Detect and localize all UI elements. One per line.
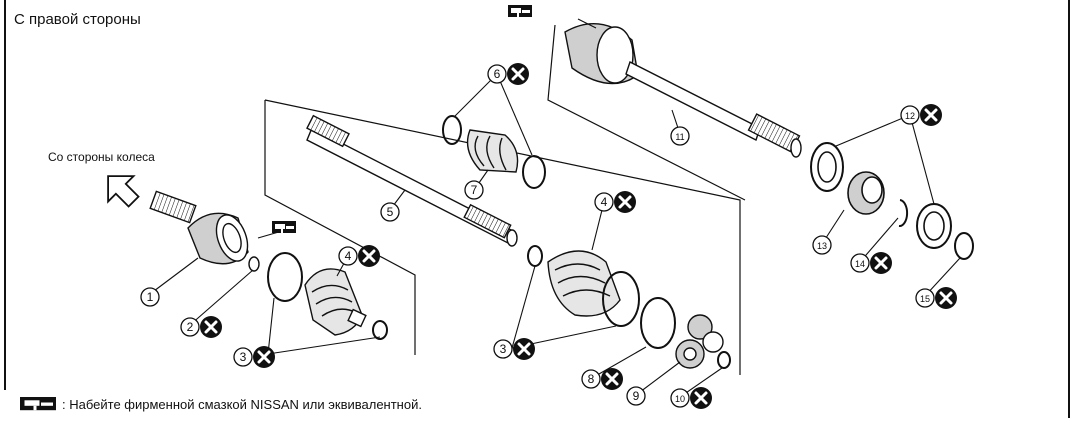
callout-c5: 5	[380, 202, 400, 222]
callout-circle	[464, 180, 484, 200]
snap-ring-10	[717, 351, 731, 369]
outer-boot-part	[304, 268, 367, 336]
callout-c12: 12	[900, 104, 942, 126]
callout-circle	[140, 287, 160, 307]
callout-c14: 14	[850, 252, 892, 274]
circlip-part	[248, 256, 260, 272]
callout-number: 3	[500, 342, 507, 356]
callout-number: 1	[147, 290, 154, 304]
callout-number: 10	[675, 394, 685, 404]
callout-c11: 11	[670, 126, 690, 146]
x-circle-icon	[200, 316, 222, 338]
callout-circle	[626, 386, 646, 406]
callout-c7: 7	[464, 180, 484, 200]
callout-number: 8	[588, 372, 595, 386]
grease-gun-icon	[508, 5, 532, 17]
callout-circle	[233, 347, 253, 367]
x-circle-icon	[690, 387, 712, 409]
callout-circle	[670, 388, 690, 408]
band-3-right	[602, 271, 640, 327]
callout-number: 6	[494, 67, 501, 81]
callout-circle	[338, 246, 358, 266]
x-circle-icon	[507, 63, 529, 85]
callout-c13: 13	[812, 235, 832, 255]
x-circle-icon	[358, 245, 380, 267]
boot-band-small	[372, 320, 388, 340]
callout-number: 12	[905, 111, 915, 121]
callout-number: 4	[601, 195, 608, 209]
callout-c3a: 3	[233, 346, 275, 368]
callout-c6: 6	[487, 63, 529, 85]
slide-joint-housing-part	[564, 23, 802, 158]
callout-number: 9	[633, 389, 640, 403]
callout-circle	[900, 105, 920, 125]
x-circle-icon	[935, 287, 957, 309]
callout-circle	[493, 339, 513, 359]
callout-circle	[380, 202, 400, 222]
callout-number: 2	[187, 320, 194, 334]
inner-boot-part	[527, 245, 621, 317]
leader-lines	[149, 18, 961, 398]
x-circle-icon	[920, 104, 942, 126]
callout-circle	[850, 253, 870, 273]
arrow-up-left-icon	[107, 175, 140, 208]
page-title: С правой стороны	[14, 11, 141, 28]
callout-number: 3	[240, 350, 247, 364]
wheel-side-label: Со стороны колеса	[48, 150, 155, 164]
callout-c9: 9	[626, 386, 646, 406]
callout-circle	[594, 192, 614, 212]
callout-circle	[812, 235, 832, 255]
callout-c2: 2	[180, 316, 222, 338]
outer-joint-part	[149, 190, 249, 265]
callout-circle	[487, 64, 507, 84]
callout-number: 15	[920, 294, 930, 304]
grease-gun-icon	[272, 221, 296, 233]
callout-c10: 10	[670, 387, 712, 409]
callout-number: 14	[855, 259, 865, 269]
x-circle-icon	[253, 346, 275, 368]
group-brackets	[264, 24, 746, 375]
callout-c3b: 3	[493, 338, 535, 360]
grease-gun-icon	[20, 397, 56, 411]
snap-ring-8	[640, 297, 676, 349]
callout-c15: 15	[915, 287, 957, 309]
x-circle-icon	[513, 338, 535, 360]
callout-circle	[581, 369, 601, 389]
callout-circle	[915, 288, 935, 308]
callout-number: 4	[345, 249, 352, 263]
callout-number: 13	[817, 241, 827, 251]
x-circle-icon	[601, 368, 623, 390]
callout-number: 5	[387, 205, 394, 219]
x-circle-icon	[870, 252, 892, 274]
x-circle-icon	[614, 191, 636, 213]
callout-c8: 8	[581, 368, 623, 390]
callout-circle	[180, 317, 200, 337]
band-6-left	[442, 115, 462, 145]
bearing-group	[810, 142, 974, 260]
callout-number: 11	[675, 132, 684, 142]
callout-number: 7	[471, 183, 478, 197]
callout-c1: 1	[140, 287, 160, 307]
shaft-part	[306, 114, 518, 247]
legend-text: : Набейте фирменной смазкой NISSAN или э…	[62, 397, 422, 412]
callout-c4a: 4	[338, 245, 380, 267]
dynamic-damper-part	[466, 129, 519, 173]
band-6-right	[522, 155, 546, 189]
callout-c4b: 4	[594, 191, 636, 213]
boot-band-large	[267, 252, 303, 302]
callout-circle	[670, 126, 690, 146]
spider-assembly-part	[675, 314, 724, 369]
